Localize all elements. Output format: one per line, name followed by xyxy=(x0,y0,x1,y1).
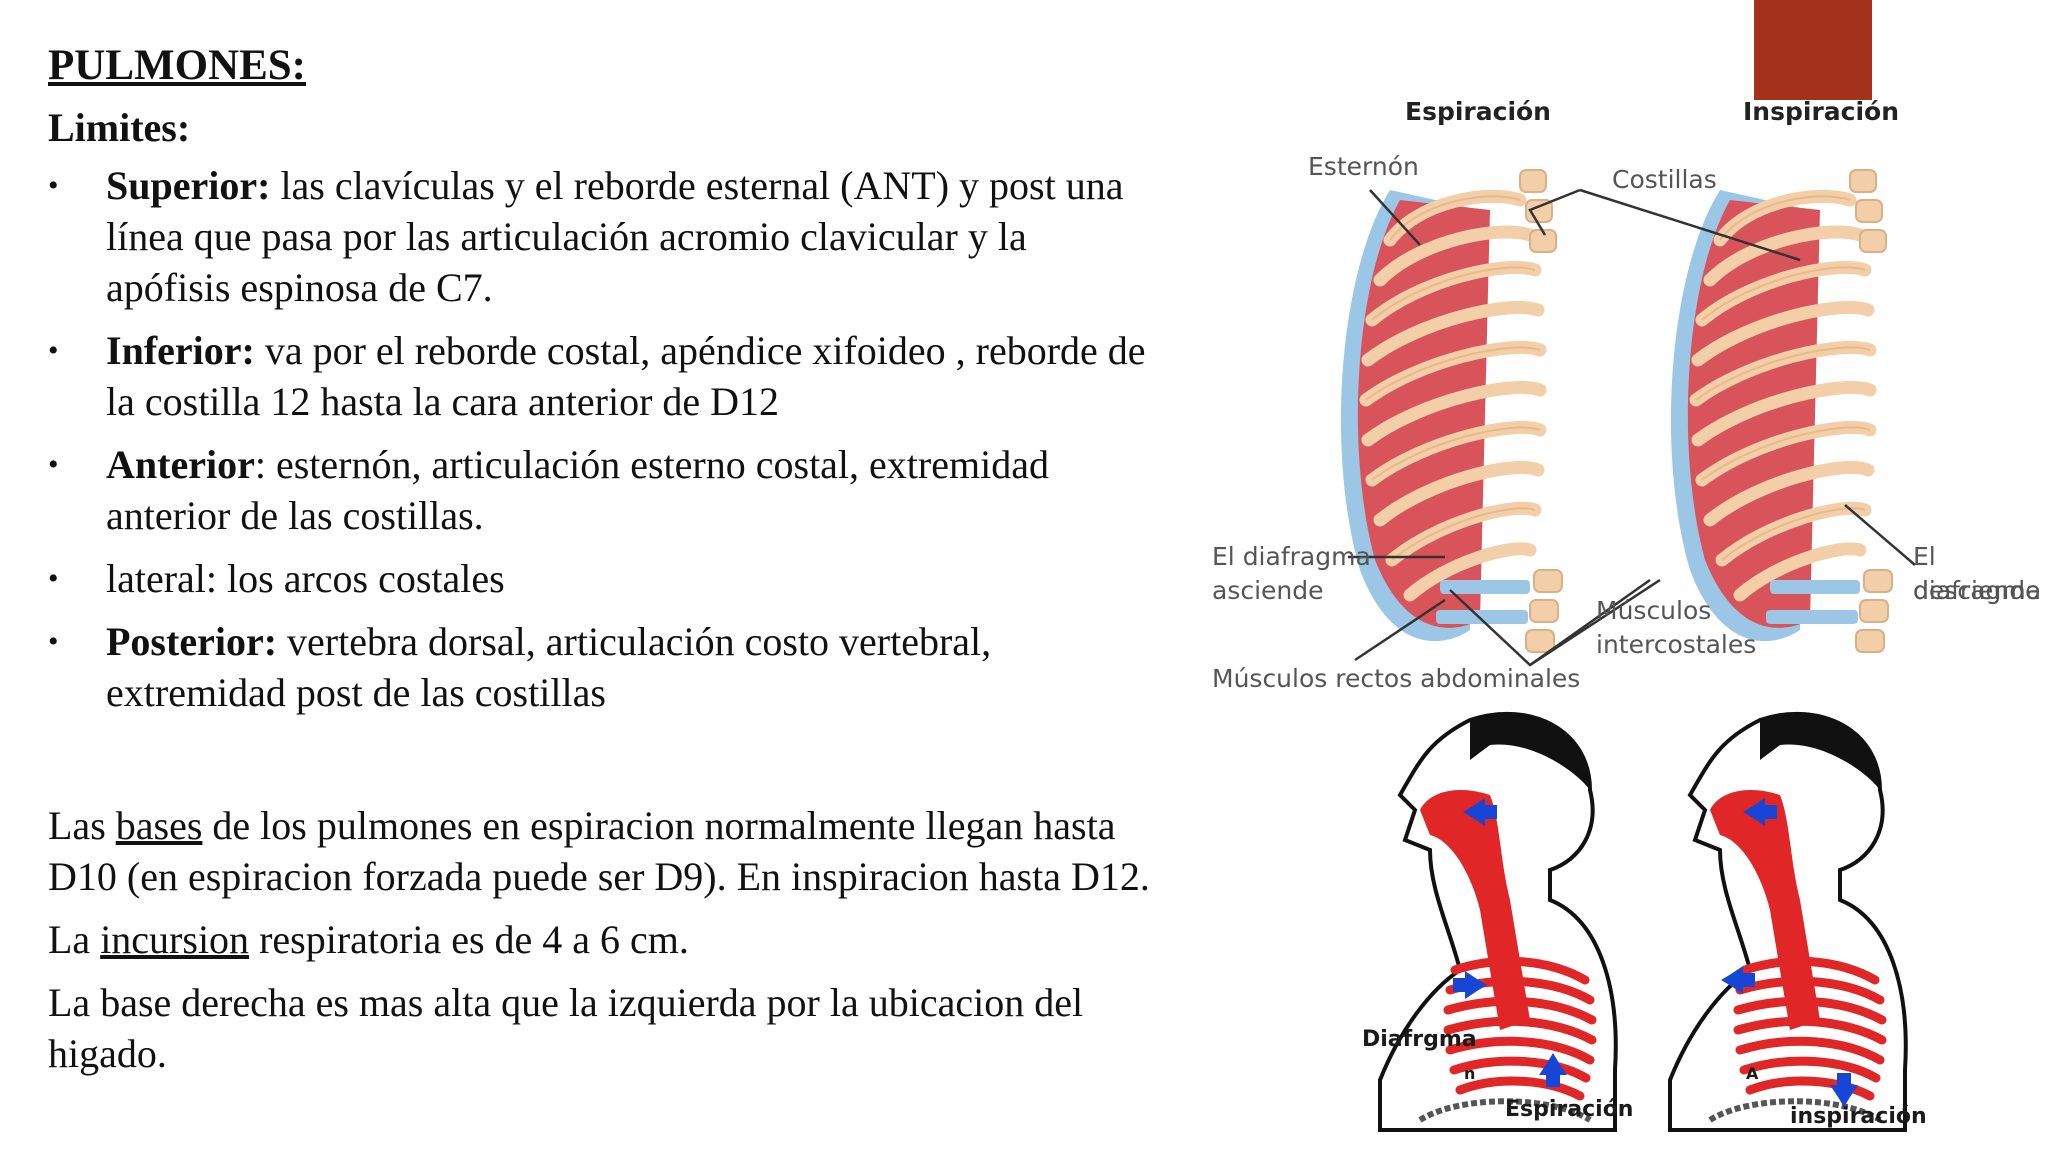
label-marker-n: n xyxy=(1464,1064,1476,1083)
label-costillas: Costillas xyxy=(1612,165,1717,194)
limit-lateral: • lateral: los arcos costales xyxy=(48,553,1158,604)
accent-block xyxy=(1754,0,1872,100)
limits-list: • Superior: las clavículas y el reborde e… xyxy=(48,160,1158,718)
figure-illustration xyxy=(1200,0,1916,1152)
underlined-term: incursion xyxy=(100,917,250,962)
text-run: de los pulmones en espiracion normalment… xyxy=(48,803,1150,899)
label-diafragma-asciende-1: El diafragma xyxy=(1212,542,1371,571)
label-diafragma-asciende-2: asciende xyxy=(1212,576,1324,605)
label-diafragma-desciende-2: desciende xyxy=(1913,576,2041,605)
page-title: PULMONES: xyxy=(48,42,306,89)
bullet: • xyxy=(48,448,59,481)
bullet: • xyxy=(48,625,59,658)
label-espiracion-bottom: Espiración xyxy=(1505,1097,1634,1122)
label-diafragma-desciende-1: El diafragma xyxy=(1913,542,2042,605)
label-inspiracion-bottom: inspiración xyxy=(1790,1104,1927,1129)
label-musculos-intercostales-1: Músculos xyxy=(1596,596,1712,625)
text-column: PULMONES: Limites: • Superior: las clavíc… xyxy=(48,36,1158,1091)
label-espiracion: Espiración xyxy=(1405,97,1551,126)
limit-superior: • Superior: las clavículas y el reborde e… xyxy=(48,160,1158,313)
paragraph-bases: Las bases de los pulmones en espiracion … xyxy=(48,800,1158,902)
limit-text: : esternón, articulación esterno costal,… xyxy=(106,442,1049,538)
bullet: • xyxy=(48,169,59,202)
limit-term: Posterior: xyxy=(106,619,278,664)
limit-text: va por el reborde costal, apéndice xifoi… xyxy=(106,328,1146,424)
limit-term: Anterior xyxy=(106,442,255,487)
limit-anterior: • Anterior: esternón, articulación estern… xyxy=(48,439,1158,541)
text-run: Las xyxy=(48,803,116,848)
label-musculos-intercostales-2: intercostales xyxy=(1596,630,1757,659)
label-marker-a: A xyxy=(1746,1064,1759,1083)
bullet: • xyxy=(48,562,59,595)
label-inspiracion: Inspiración xyxy=(1743,97,1900,126)
limits-heading: Limites: xyxy=(48,105,191,150)
label-rectos-abdominales: Músculos rectos abdominales xyxy=(1212,664,1581,693)
limit-term: Inferior: xyxy=(106,328,255,373)
limit-text: vertebra dorsal, articulación costo vert… xyxy=(106,619,992,715)
limit-term: Superior: xyxy=(106,163,271,208)
underlined-term: bases xyxy=(115,803,203,848)
text-run: La xyxy=(48,917,101,962)
limit-text: las clavículas y el reborde esternal (AN… xyxy=(106,163,1124,310)
bullet: • xyxy=(48,334,59,367)
respiration-figure: Espiración Inspiración Esternón Costilla… xyxy=(1200,0,2048,1152)
limit-posterior: • Posterior: vertebra dorsal, articulació… xyxy=(48,616,1158,718)
label-diafragma: Diafrgma xyxy=(1362,1027,1477,1052)
limit-inferior: • Inferior: va por el reborde costal, apé… xyxy=(48,325,1158,427)
paragraph-base-derecha: La base derecha es mas alta que la izqui… xyxy=(48,980,1084,1076)
paragraph-incursion: La incursion respiratoria es de 4 a 6 cm… xyxy=(48,914,1158,965)
label-esternon: Esternón xyxy=(1308,152,1419,181)
limit-text: lateral: los arcos costales xyxy=(106,556,505,601)
text-run: respiratoria es de 4 a 6 cm. xyxy=(249,917,689,962)
